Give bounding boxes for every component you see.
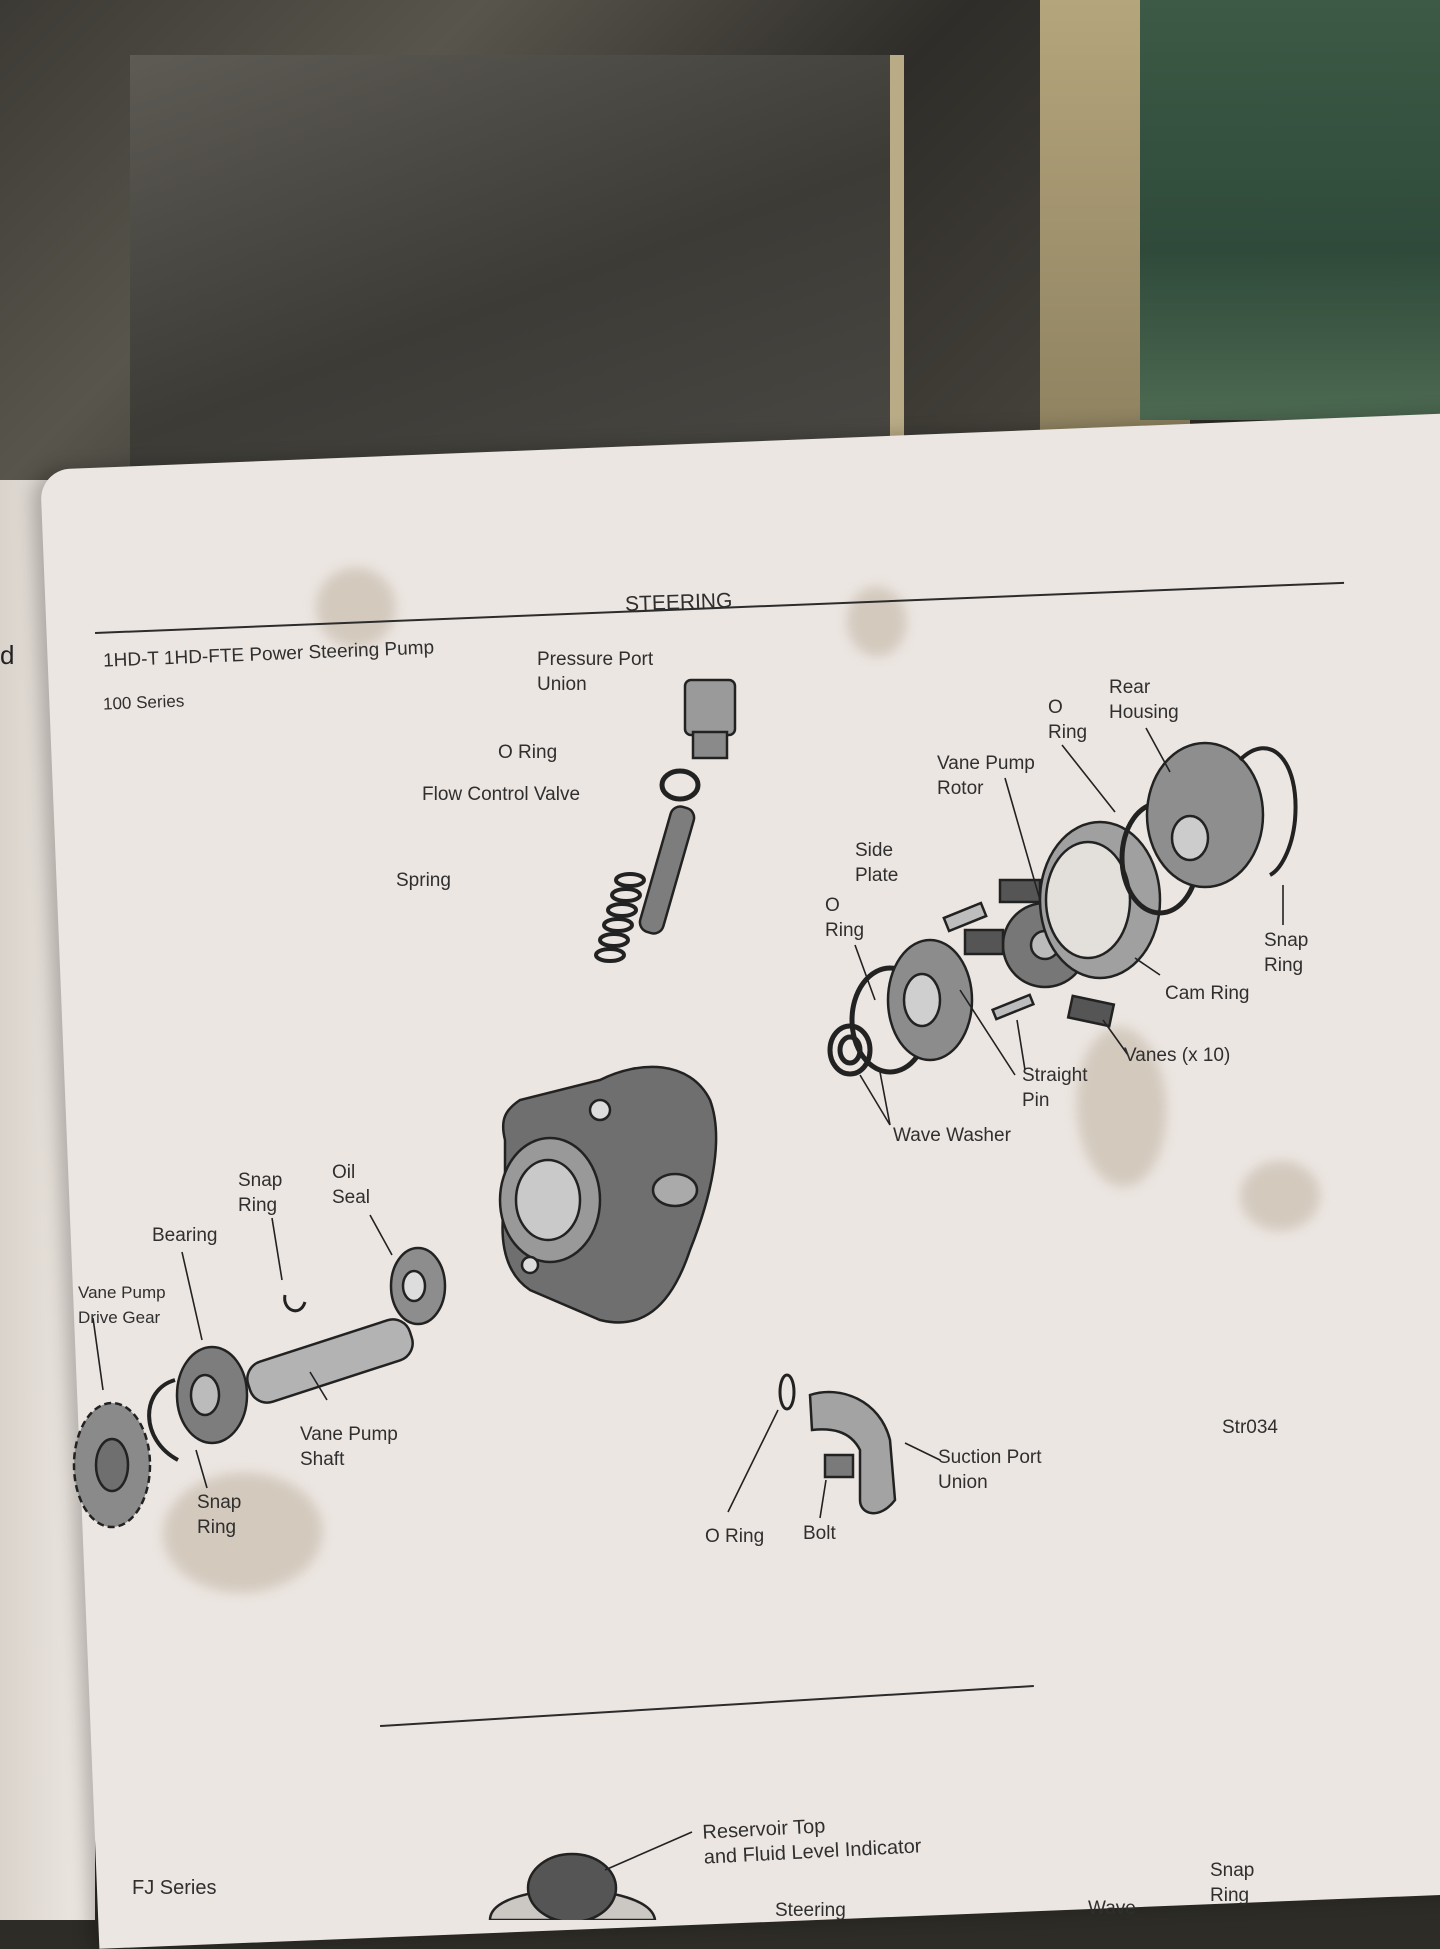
vane-part xyxy=(998,878,1042,904)
spring-part xyxy=(594,872,646,963)
concrete-slab xyxy=(130,55,904,475)
label-suction-port-union: Suction Port Union xyxy=(938,1447,1042,1493)
label-rear-housing: Rear Housing xyxy=(1109,677,1179,723)
vane-part xyxy=(1066,994,1116,1028)
label-o-ring-right: O Ring xyxy=(1048,697,1088,743)
pump-body-part xyxy=(498,1065,718,1324)
wave-washer-part xyxy=(827,1023,873,1077)
label-vanes: Vanes (x 10) xyxy=(1124,1045,1231,1066)
next-section-title: FJ Series xyxy=(132,1877,217,1899)
label-bearing: Bearing xyxy=(152,1225,218,1246)
flow-control-valve-part xyxy=(638,805,696,935)
oil-seal-part xyxy=(389,1246,447,1326)
o-ring-part xyxy=(659,768,701,802)
reservoir-cap-part xyxy=(488,1852,657,1920)
label-wave: Wave xyxy=(1088,1898,1136,1919)
diagram-subtitle: 100 Series xyxy=(102,691,185,714)
label-pressure-port-union: Pressure Port Union xyxy=(537,649,654,695)
snap-ring-part xyxy=(1238,746,1298,877)
green-tool-case xyxy=(1140,0,1440,420)
suction-port-union-part xyxy=(808,1390,897,1515)
cam-ring-part xyxy=(1038,820,1162,980)
o-ring-part xyxy=(778,1373,796,1411)
label-snap-ring-next: Snap Ring xyxy=(1210,1860,1255,1906)
label-bolt: Bolt xyxy=(803,1523,836,1544)
section-header: STEERING xyxy=(624,589,733,616)
rear-housing-part xyxy=(1145,741,1265,889)
label-vane-pump-drive-gear: Vane Pump Drive Gear xyxy=(78,1283,166,1327)
leader-lines xyxy=(92,727,1284,1871)
snap-ring-part xyxy=(147,1378,179,1462)
straight-pin-part xyxy=(990,993,1036,1021)
bolt-part xyxy=(823,1453,855,1479)
label-o-ring-left: O Ring xyxy=(825,895,865,941)
vane-pump-drive-gear-part xyxy=(72,1401,152,1529)
vane-pump-shaft-part xyxy=(246,1318,414,1404)
label-spring: Spring xyxy=(396,870,451,891)
left-page-text-fragment: d xyxy=(0,640,15,670)
label-side-plate: Side Plate xyxy=(855,840,899,886)
label-steering: Steering xyxy=(775,1900,846,1921)
bearing-part xyxy=(175,1345,249,1445)
label-o-ring-top: O Ring xyxy=(498,742,558,763)
label-snap-ring-bottom: Snap Ring xyxy=(197,1492,242,1538)
label-flow-control-valve: Flow Control Valve xyxy=(422,784,581,805)
label-vane-pump-shaft: Vane Pump Shaft xyxy=(300,1424,398,1470)
figure-id: Str034 xyxy=(1222,1417,1278,1438)
label-snap-ring-right: Snap Ring xyxy=(1264,930,1309,976)
label-snap-ring-shaft: Snap Ring xyxy=(238,1170,283,1216)
side-plate-part xyxy=(886,938,974,1062)
straight-pin-part xyxy=(942,901,988,933)
snap-ring-part xyxy=(283,1294,307,1313)
label-o-ring-bottom: O Ring xyxy=(705,1526,765,1547)
vane-part xyxy=(963,928,1005,956)
label-vane-pump-rotor: Vane Pump Rotor xyxy=(937,753,1035,799)
label-cam-ring: Cam Ring xyxy=(1165,983,1250,1004)
label-oil-seal: Oil Seal xyxy=(332,1162,371,1208)
label-wave-washer: Wave Washer xyxy=(893,1125,1011,1146)
pressure-port-union-part xyxy=(683,678,737,760)
label-straight-pin: Straight Pin xyxy=(1022,1065,1088,1111)
